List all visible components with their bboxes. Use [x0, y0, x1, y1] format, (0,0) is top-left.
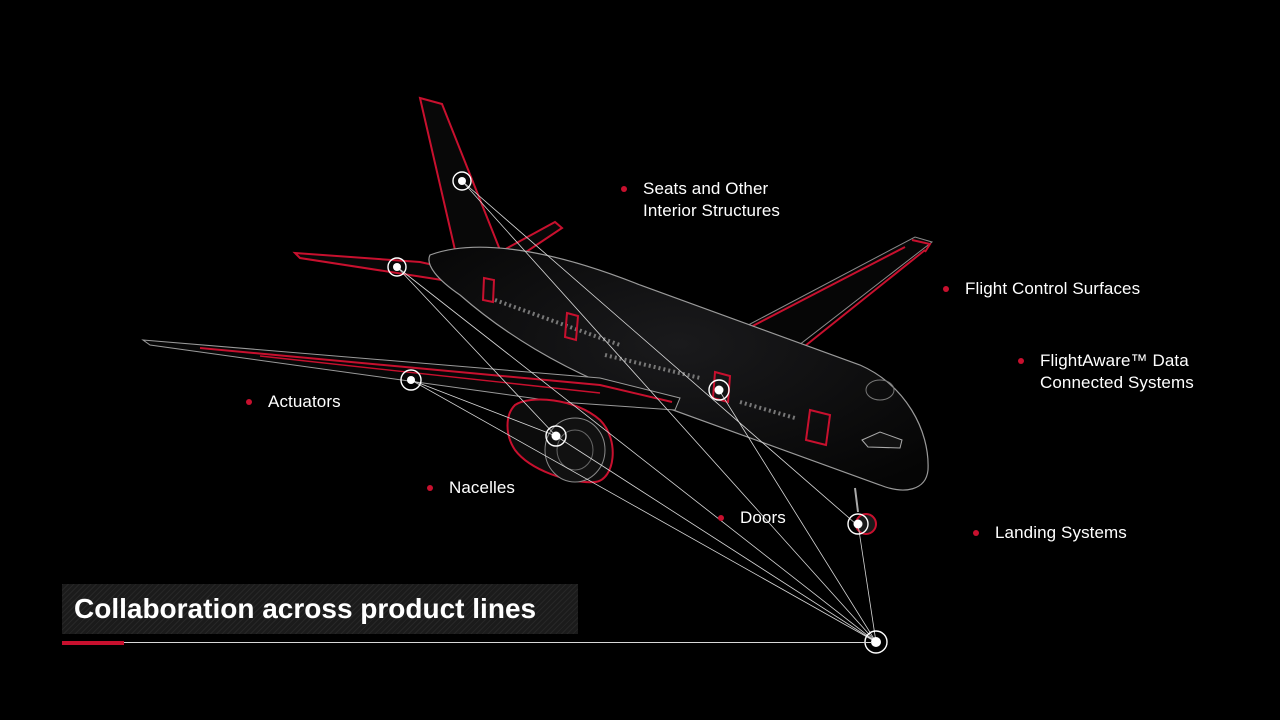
label-landing-systems: Landing Systems: [973, 522, 1127, 544]
engine-nacelle: [506, 398, 614, 484]
label-actuators: Actuators: [246, 391, 341, 413]
landing-gear: [854, 487, 877, 535]
fuselage: [428, 246, 929, 491]
hotspot-nacelle: [545, 425, 567, 447]
title-accent-bar: [62, 641, 124, 645]
label-bullet: [427, 485, 433, 491]
label-bullet: [943, 286, 949, 292]
title-underline: [124, 642, 872, 643]
label-flight-control-surfaces: Flight Control Surfaces: [943, 278, 1140, 300]
near-wing: [141, 339, 681, 411]
hotspot-stabilizer: [387, 257, 407, 277]
label-doors: Doors: [718, 507, 786, 529]
title-banner: Collaboration across product lines: [62, 584, 578, 634]
hotspot-wing: [400, 369, 422, 391]
vertical-tail: [418, 96, 502, 251]
label-flightaware: FlightAware™ Data Connected Systems: [1018, 350, 1194, 394]
label-bullet: [246, 399, 252, 405]
far-wing: [733, 236, 934, 353]
label-bullet: [1018, 358, 1024, 364]
label-bullet: [621, 186, 627, 192]
hotspot-landing-gear: [847, 513, 869, 535]
page-title: Collaboration across product lines: [74, 593, 537, 624]
label-bullet: [973, 530, 979, 536]
label-bullet: [718, 515, 724, 521]
label-seats: Seats and Other Interior Structures: [621, 178, 780, 222]
hotspot-door: [708, 379, 730, 401]
hotspot-tail: [452, 171, 472, 191]
label-nacelles: Nacelles: [427, 477, 515, 499]
connector-lines: [396, 180, 877, 643]
